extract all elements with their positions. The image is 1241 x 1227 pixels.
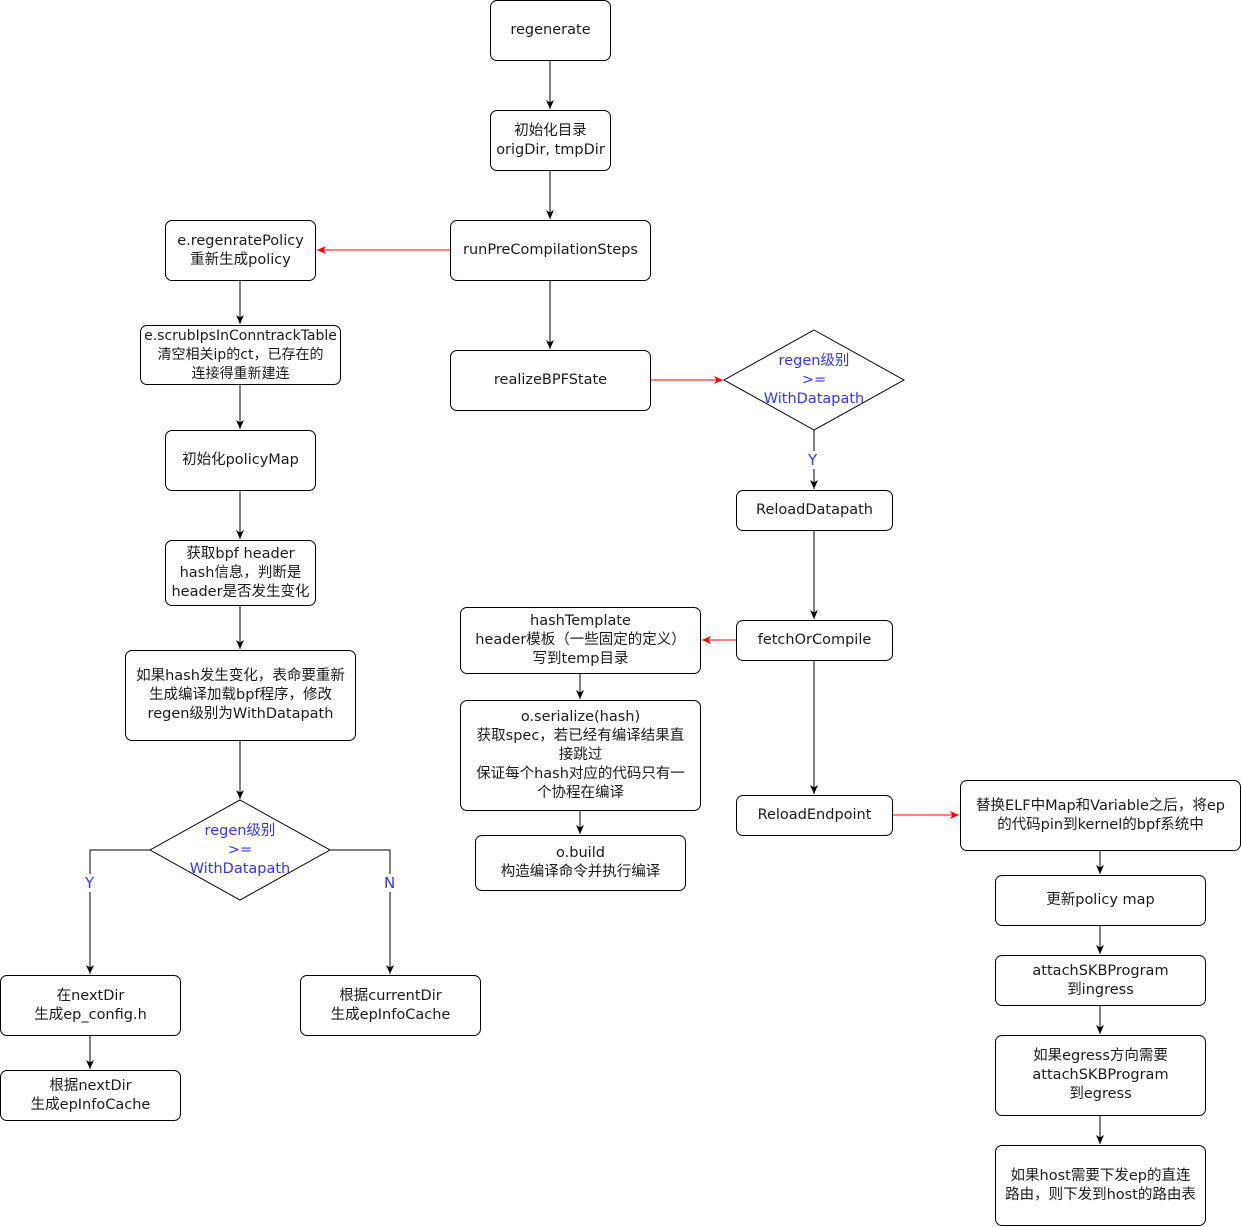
node-replace-elf: 替换ELF中Map和Variable之后，将ep 的代码pin到kernel的b… (960, 780, 1241, 851)
node-realize-bpf-state: realizeBPFState (450, 350, 651, 411)
node-update-policy-map: 更新policy map (995, 875, 1206, 926)
node-run-pre-compilation: runPreCompilationSteps (450, 220, 651, 281)
node-current-dir-cache: 根据currentDir 生成epInfoCache (300, 975, 481, 1036)
node-fetch-or-compile: fetchOrCompile (736, 620, 893, 661)
edge-decision-yes (86, 849, 150, 974)
node-get-bpf-header: 获取bpf header hash信息，判断是 header是否发生变化 (165, 540, 316, 606)
left-yes-label: Y (83, 874, 97, 892)
node-attach-ingress: attachSKBProgram 到ingress (995, 955, 1206, 1006)
edge-decision-no (330, 849, 394, 974)
left-decision-label: regen级别 >= WithDatapath (189, 823, 291, 877)
node-regenerate: regenerate (490, 0, 611, 61)
node-init-dirs: 初始化目录 origDir, tmpDir (490, 110, 611, 171)
node-scrub-ips: e.scrubIpsInConntrackTable 清空相关ip的ct，已存在… (140, 325, 341, 385)
node-regenerate-policy: e.regenratePolicy 重新生成policy (165, 220, 316, 281)
left-decision-diamond (148, 799, 332, 901)
left-no-label: N (382, 874, 398, 892)
node-reload-endpoint: ReloadEndpoint (736, 795, 893, 836)
node-next-dir-config: 在nextDir 生成ep_config.h (0, 975, 181, 1036)
node-serialize: o.serialize(hash) 获取spec，若已经有编译结果直 接跳过 保… (460, 700, 701, 811)
node-build: o.build 构造编译命令并执行编译 (475, 835, 686, 891)
node-next-dir-cache: 根据nextDir 生成epInfoCache (0, 1070, 181, 1121)
node-hash-template: hashTemplate header模板（一些固定的定义） 写到temp目录 (460, 607, 701, 674)
right-yes-label: Y (806, 451, 820, 469)
node-attach-egress: 如果egress方向需要 attachSKBProgram 到egress (995, 1035, 1206, 1116)
node-hash-changed: 如果hash发生变化，表命要重新 生成编译加载bpf程序，修改 regen级别为… (125, 650, 356, 741)
node-host-route: 如果host需要下发ep的直连 路由，则下发到host的路由表 (995, 1145, 1206, 1226)
node-reload-datapath: ReloadDatapath (736, 490, 893, 531)
right-decision-label: regen级别 >= WithDatapath (763, 353, 865, 407)
node-init-policy-map: 初始化policyMap (165, 430, 316, 491)
